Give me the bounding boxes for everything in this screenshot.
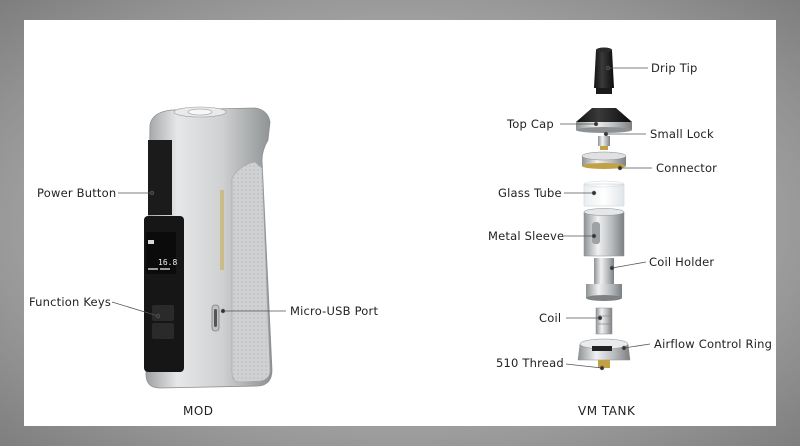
label-small-lock: Small Lock — [650, 127, 714, 141]
dot-coil-holder — [609, 265, 615, 271]
label-micro-usb-port: Micro-USB Port — [290, 304, 379, 318]
dot-glass-tube — [591, 190, 597, 196]
dot-drip-tip — [605, 65, 611, 71]
label-airflow-control-ring: Airflow Control Ring — [654, 337, 773, 351]
part-metal-sleeve — [583, 208, 625, 257]
dot-function-keys — [155, 313, 161, 319]
dot-top-cap — [593, 121, 599, 127]
label-coil-holder: Coil Holder — [649, 255, 715, 269]
dot-510-thread — [599, 365, 605, 371]
dot-power-button — [149, 190, 155, 196]
tank-exploded — [576, 47, 632, 368]
dot-coil — [597, 315, 603, 321]
label-function-keys: Function Keys — [29, 295, 112, 309]
part-top-cap — [576, 108, 632, 133]
part-small-lock — [598, 136, 610, 150]
dot-small-lock — [603, 131, 609, 137]
leader-airflow-ring — [623, 343, 651, 349]
part-coil-holder — [586, 258, 622, 301]
part-base — [577, 338, 631, 368]
part-drip-tip — [594, 47, 614, 94]
title-mod: MOD — [183, 404, 214, 418]
part-glass-tube — [583, 180, 625, 207]
dot-airflow-ring — [621, 345, 627, 351]
screen-reading: 16.8 — [158, 258, 177, 267]
dot-metal-sleeve — [591, 233, 597, 239]
part-connector — [581, 151, 627, 169]
label-drip-tip: Drip Tip — [651, 61, 698, 75]
label-510-thread: 510 Thread — [496, 356, 564, 370]
label-glass-tube: Glass Tube — [498, 186, 562, 200]
part-coil — [595, 307, 613, 335]
label-top-cap: Top Cap — [507, 117, 554, 131]
title-vm-tank: VM TANK — [578, 404, 636, 418]
label-power-button: Power Button — [37, 186, 117, 200]
leader-coil-holder — [611, 261, 647, 269]
label-metal-sleeve: Metal Sleeve — [488, 229, 565, 243]
leader-function-keys — [111, 301, 159, 317]
dot-connector — [617, 165, 623, 171]
leader-510-thread — [565, 363, 603, 369]
label-coil: Coil — [539, 311, 562, 325]
dot-micro-usb — [220, 308, 226, 314]
label-connector: Connector — [656, 161, 718, 175]
mod-device: 16.8 — [144, 106, 273, 389]
